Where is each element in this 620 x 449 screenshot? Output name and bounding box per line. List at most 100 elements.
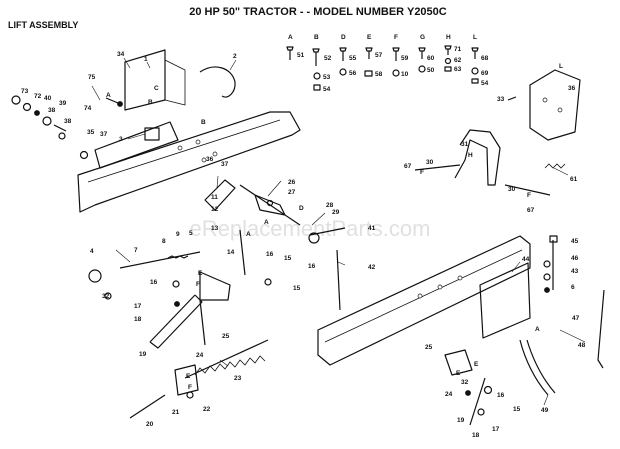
callout-label: 4 — [90, 248, 94, 255]
lift-link-14 — [239, 229, 246, 276]
callout-label: 34 — [117, 51, 125, 58]
diagram-subtitle: LIFT ASSEMBLY — [8, 20, 78, 30]
leader-line — [216, 175, 219, 189]
nut-icon — [174, 301, 180, 307]
callout-label: 8 — [162, 238, 166, 245]
washer-icon — [418, 65, 426, 73]
connection-letter: E — [456, 370, 461, 377]
hardware-column-d: D 55 56 — [339, 34, 357, 77]
bracket-25 — [444, 349, 473, 376]
callout-label: 5 — [189, 230, 193, 237]
leader-line — [146, 61, 151, 69]
hardware-letter: H — [446, 34, 451, 41]
nut-icon — [364, 70, 373, 77]
callout-label: 19 — [457, 417, 465, 424]
callout-label: 15 — [293, 285, 301, 292]
callout-label: 17 — [134, 303, 142, 310]
hardware-letter: L — [473, 34, 477, 41]
callout-label: 30 — [508, 186, 516, 193]
spring-icon — [544, 163, 566, 169]
hardware-column-b: B 52 53 54 — [312, 34, 332, 93]
connection-letter: A — [264, 219, 269, 226]
connection-letter: D — [299, 205, 304, 212]
leader-line — [311, 212, 326, 226]
hardware-column-g: G 60 50 — [418, 34, 435, 74]
callout-label: 15 — [513, 406, 521, 413]
callout-label: 45 — [571, 238, 579, 245]
nut-icon — [544, 287, 550, 293]
hardware-part-number: 54 — [481, 80, 489, 87]
link-bracket — [204, 179, 236, 211]
handle-48 — [597, 289, 605, 369]
pin-33 — [507, 96, 517, 101]
washer-icon — [264, 278, 272, 286]
hardware-part-number: 57 — [375, 52, 383, 59]
callout-label: 16 — [266, 251, 274, 258]
callout-label: 2 — [233, 53, 237, 60]
nut-icon — [117, 101, 123, 107]
frame-hole — [457, 275, 463, 281]
rod-42 — [336, 249, 341, 311]
callout-label: 31 — [461, 141, 469, 148]
hardware-letter: D — [341, 34, 346, 41]
callout-label: 32 — [102, 293, 110, 300]
hardware-part-number: 60 — [427, 55, 435, 62]
washer-icon — [58, 132, 66, 140]
connection-letter: C — [154, 85, 159, 92]
callout-numbers: 1 2 34 75 74 73 72 40 39 38 38 35 37 3 3… — [21, 51, 586, 439]
leader-line — [123, 57, 131, 69]
frame-rail-body — [317, 235, 531, 366]
bellcrank — [199, 271, 231, 301]
callout-label: 15 — [284, 255, 292, 262]
hardware-column-e: E 57 58 — [364, 34, 383, 78]
lift-bracket-h — [454, 129, 501, 186]
leader-line — [553, 167, 569, 176]
frame-rail-body — [77, 111, 301, 213]
frame-hole — [417, 293, 423, 299]
callout-label: 67 — [404, 163, 412, 170]
callout-label: 48 — [578, 342, 586, 349]
leader-line — [543, 394, 549, 406]
hardware-column-f: F 59 10 — [392, 34, 409, 78]
washer-icon — [186, 391, 194, 399]
frame-hole — [177, 145, 183, 151]
hardware-letter: G — [420, 34, 425, 41]
nut-icon — [444, 66, 452, 72]
connection-letter: A — [246, 231, 251, 238]
hardware-part-number: 69 — [481, 70, 489, 77]
bolt-icon — [444, 45, 452, 55]
lower-left-linkage — [88, 251, 269, 419]
callout-label: 11 — [211, 194, 218, 201]
callout-label: 18 — [472, 432, 480, 439]
spring-bracket — [174, 364, 199, 396]
bolt-20 — [129, 394, 166, 419]
nut-icon — [34, 110, 40, 116]
callout-label: 36 — [568, 85, 576, 92]
callout-label: 33 — [497, 96, 505, 103]
rod-30 — [414, 164, 461, 171]
callout-label: 47 — [572, 315, 580, 322]
hardware-column-l: L 68 69 54 — [471, 34, 489, 87]
nut-icon — [471, 78, 479, 84]
callout-label: 17 — [492, 426, 500, 433]
callout-label: 25 — [425, 344, 433, 351]
callout-label: 35 — [87, 129, 95, 136]
leader-line — [91, 85, 101, 101]
callout-label: 22 — [203, 406, 211, 413]
hardware-part-number: 10 — [401, 71, 409, 78]
spacer-icon — [11, 95, 21, 105]
link-24 — [199, 299, 206, 346]
leader-line — [267, 180, 282, 197]
bolt-icon — [365, 47, 373, 59]
hardware-part-number: 71 — [454, 46, 462, 53]
washer-icon — [172, 280, 180, 288]
callout-label: 26 — [288, 179, 296, 186]
connection-letter: A — [535, 326, 540, 333]
callout-label: 12 — [211, 206, 219, 213]
callout-label: 28 — [326, 202, 334, 209]
connection-letter: B — [201, 119, 206, 126]
connection-letter: L — [559, 63, 563, 70]
hardware-letter: F — [394, 34, 398, 41]
